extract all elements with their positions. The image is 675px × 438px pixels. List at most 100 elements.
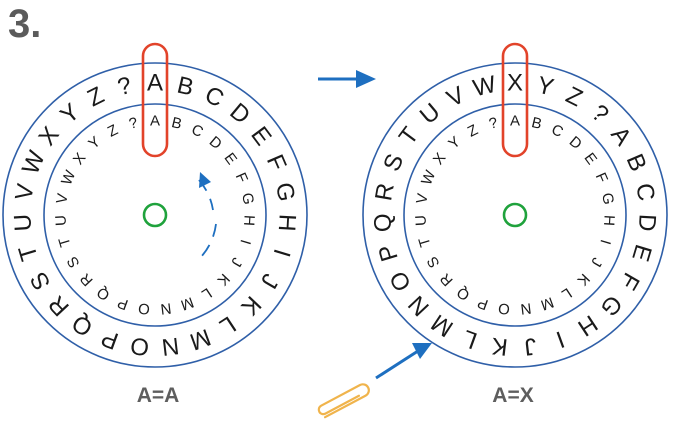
right-alignment-marker [501,42,529,158]
right-inner-letters-letter: R [437,270,457,290]
left-inner-letters-letter: R [77,270,97,290]
left-outer-letters-letter: H [273,213,301,232]
left-alignment-marker [141,42,169,158]
right-inner-letters-letter: N [520,299,533,317]
right-outer-letters-letter: E [626,241,656,264]
left-inner-letters-letter: W [58,167,80,188]
left-inner-letters-letter: B [170,114,184,133]
right-inner-letters-letter: C [549,121,566,141]
left-inner-letters-letter: G [238,191,257,205]
left-outer-letters-letter: R [43,290,75,321]
left-outer-letters-letter: O [129,332,151,361]
left-outer-letters-letter: X [34,122,65,151]
right-inner-letters-letter: J [587,255,605,270]
rotation-arrowhead [199,172,211,188]
right-outer-letters-letter: H [573,309,602,341]
left-inner-letters-letter: J [227,255,245,270]
left-outer-letters-letter: K [236,290,267,320]
right-outer-letters-letter: G [595,290,627,322]
right-inner-letters-letter: M [538,293,556,313]
right-outer-letters-letter: X [507,70,523,97]
right-outer-ring [362,62,668,368]
left-inner-ring [43,103,267,327]
right-outer-letters-letter: M [427,309,459,343]
right-inner-letters-letter: P [475,294,490,313]
left-inner-letters-letter: M [178,293,196,313]
right-inner-letters-letter: B [530,114,544,133]
right-outer-letters-letter: S [378,150,409,175]
left-inner-letters-letter: X [70,150,90,168]
right-outer-letters-letter: Z [562,82,587,113]
right-inner-letters-letter: T [415,235,434,249]
right-inner-letters-letter: V [413,192,431,205]
left-outer-letters-letter: B [175,72,197,102]
right-outer-letters-letter: N [403,290,435,321]
right-outer-letters-letter: R [370,181,400,203]
right-outer-letters-letter: B [621,150,652,175]
left-outer-ring [2,62,308,368]
right-wheel-caption: A=X [492,384,534,407]
right-inner-letters-letter: F [592,170,611,185]
left-outer-letters-letter: G [270,181,300,204]
left-inner-letters-letter: ? [127,114,139,132]
left-inner-letters-letter: V [53,192,71,205]
right-outer-letters-letter: P [373,241,403,264]
left-inner-letters-letter: U [52,215,70,227]
right-outer-letters-letter: K [490,332,509,361]
right-inner-letters-letter: Z [465,121,481,140]
left-outer-letters-letter: S [25,267,56,294]
left-outer-letters-letter: W [17,147,51,179]
right-inner-letters-letter: O [497,299,511,317]
left-outer-letters-letter: C [200,81,228,113]
right-inner-letters-letter: Q [454,283,473,304]
left-inner-letters-letter: E [221,150,241,168]
left-inner-letters-letter: Z [105,121,121,140]
left-outer-letters-letter: P [98,324,122,355]
left-inner-letters-letter: H [240,215,258,227]
left-inner-letters-letter: O [137,299,151,317]
left-outer-letters-letter: Y [55,98,85,129]
left-outer-letters-letter: M [186,323,214,355]
left-inner-letters-letter: D [206,133,225,153]
right-inner-letters-letter: D [566,133,585,153]
rotation-direction-arrow [198,179,217,259]
right-inner-letters-letter: ? [487,114,499,132]
left-outer-letters-letter: L [215,310,241,340]
right-outer-letters-letter: J [523,332,538,360]
right-outer-letters-letter: C [630,181,660,203]
right-inner-letters-letter: W [418,167,440,188]
right-inner-letters-letter: E [581,150,601,168]
left-inner-letters-letter: T [55,235,74,249]
paperclip-icon [317,383,370,419]
left-inner-letters-letter: L [198,284,214,303]
paperclip-pointer-arrow [375,343,432,380]
left-outer-letters-letter: V [10,182,39,202]
right-outer-letters-letter: Y [535,72,557,102]
right-inner-letters-letter: L [558,284,574,303]
right-outer-letters-letter: T [394,122,425,150]
left-inner-letters-letter: K [214,270,233,289]
left-outer-letters-letter: Z [83,82,108,113]
left-outer-letters-letter: J [255,269,284,293]
left-inner-letters-letter: Q [94,283,113,304]
right-outer-letters-letter: W [470,71,499,103]
left-outer-letters-letter: F [261,151,292,175]
right-center-pin [502,202,528,228]
right-outer-letters-letter: L [459,324,481,354]
right-outer-letters-letter: ? [586,99,614,128]
left-inner-letters-letter: C [189,121,206,141]
right-inner-letters-letter: U [412,215,430,227]
right-outer-letters-letter: U [415,98,446,130]
left-outer-letters-letter: T [13,242,43,264]
left-center-pin [142,202,168,228]
right-outer-letters-letter: I [552,325,568,353]
left-inner-letters-letter: A [150,113,160,130]
right-inner-letters-letter: I [596,238,613,247]
right-inner-ring [403,103,627,327]
